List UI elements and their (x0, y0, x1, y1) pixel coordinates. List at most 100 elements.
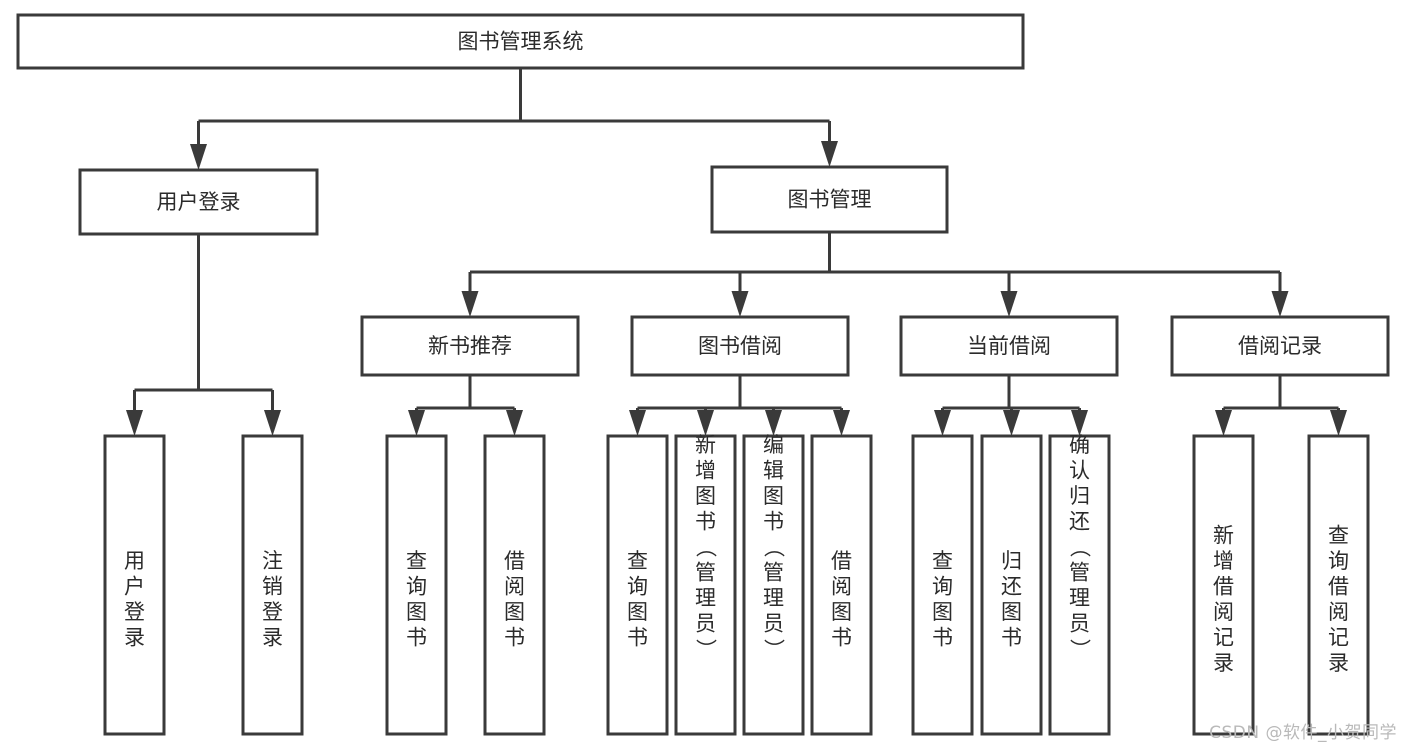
node-label-char: 书 (695, 510, 716, 534)
node-layer: 图书管理系统用户登录图书管理新书推荐图书借阅当前借阅借阅记录用户登录注销登录查询… (16, 13, 1390, 736)
node-label-char: 询 (627, 575, 648, 599)
node-box (630, 315, 850, 377)
node-label-char: 管 (695, 561, 716, 585)
node-box (980, 434, 1043, 736)
node-label-char: 录 (262, 626, 283, 650)
node-label: 图书借阅 (698, 334, 782, 358)
node-label-char: 管 (763, 561, 784, 585)
node-label-char: 图 (406, 600, 427, 624)
node-label-char: 查 (627, 549, 648, 573)
node-label-char: 还 (1069, 510, 1090, 534)
node-label-char: 书 (627, 626, 648, 650)
node-box (1192, 434, 1255, 736)
node-label-char: 新 (1213, 524, 1234, 548)
arrow-head-icon (1271, 291, 1289, 317)
node-label: 用户登录 (157, 190, 241, 214)
node-label-char: 归 (1001, 549, 1022, 573)
arrow-head-icon (1330, 410, 1347, 436)
node-label-char: 查 (1328, 524, 1349, 548)
node-label-char: 记 (1213, 626, 1234, 650)
node-label-char: 阅 (1213, 600, 1234, 624)
node-book-manage[interactable]: 图书管理 (710, 165, 949, 234)
node-label-char: 用 (124, 549, 145, 573)
node-book-borrow[interactable]: 图书借阅 (630, 315, 850, 377)
node-root[interactable]: 图书管理系统 (16, 13, 1025, 70)
arrow-head-icon (126, 410, 143, 436)
node-box (483, 434, 546, 736)
node-label-char: 书 (504, 626, 525, 650)
node-label-char: 借 (504, 549, 525, 573)
node-label-char: 书 (1001, 626, 1022, 650)
node-label-char: 员 (1069, 612, 1090, 636)
node-label-char: 图 (695, 484, 716, 508)
node-label-char: 记 (1328, 626, 1349, 650)
node-label-char: 图 (1001, 600, 1022, 624)
node-label-char: 户 (124, 575, 145, 599)
node-label-char: 录 (1328, 651, 1349, 675)
arrow-head-icon (506, 410, 523, 436)
arrow-head-icon (934, 410, 951, 436)
node-box (810, 434, 873, 736)
arrow-head-icon (833, 410, 850, 436)
node-label: 图书管理系统 (458, 30, 584, 54)
node-label-char: 员 (763, 612, 784, 636)
node-label: 借阅记录 (1238, 334, 1322, 358)
node-label-char: 理 (695, 586, 716, 610)
node-label-char: 询 (1328, 549, 1349, 573)
node-new-book-rec[interactable]: 新书推荐 (360, 315, 580, 377)
node-label-char: 登 (262, 600, 283, 624)
node-label-char: （ (694, 537, 718, 558)
arrow-head-icon (1215, 410, 1232, 436)
node-label-char: 借 (831, 549, 852, 573)
node-label-char: （ (1068, 537, 1092, 558)
node-label-char: 阅 (1328, 600, 1349, 624)
node-label-char: 书 (763, 510, 784, 534)
node-box (911, 434, 974, 736)
node-label-char: 认 (1069, 459, 1090, 483)
node-box (674, 434, 737, 736)
node-label-char: 确 (1069, 433, 1090, 457)
node-box (899, 315, 1119, 377)
node-label-char: 归 (1069, 484, 1090, 508)
arrow-head-icon (629, 410, 646, 436)
node-box (241, 434, 304, 736)
node-label-char: 员 (695, 612, 716, 636)
node-label-char: 登 (124, 600, 145, 624)
node-label-char: 管 (1069, 561, 1090, 585)
node-leaf-user-login[interactable]: 用户登录 (103, 434, 166, 736)
node-label-char: 理 (763, 586, 784, 610)
node-label: 新书推荐 (428, 334, 512, 358)
node-label-char: 新 (695, 433, 716, 457)
arrow-head-icon (765, 410, 782, 436)
node-label-char: 查 (406, 549, 427, 573)
node-label-char: 理 (1069, 586, 1090, 610)
node-box (606, 434, 669, 736)
node-label-char: 图 (627, 600, 648, 624)
node-user-login[interactable]: 用户登录 (78, 168, 319, 236)
node-label-char: 借 (1213, 575, 1234, 599)
node-borrow-record[interactable]: 借阅记录 (1170, 315, 1390, 377)
node-box (710, 165, 949, 234)
node-current-borrow[interactable]: 当前借阅 (899, 315, 1119, 377)
node-label-char: 编 (763, 433, 784, 457)
node-label-char: 阅 (504, 575, 525, 599)
arrow-head-icon (190, 144, 207, 170)
node-label-char: 询 (406, 575, 427, 599)
node-box (1170, 315, 1390, 377)
node-label: 当前借阅 (967, 334, 1051, 358)
node-label-char: 增 (695, 459, 716, 483)
node-label-char: 书 (831, 626, 852, 650)
node-label-char: 阅 (831, 575, 852, 599)
